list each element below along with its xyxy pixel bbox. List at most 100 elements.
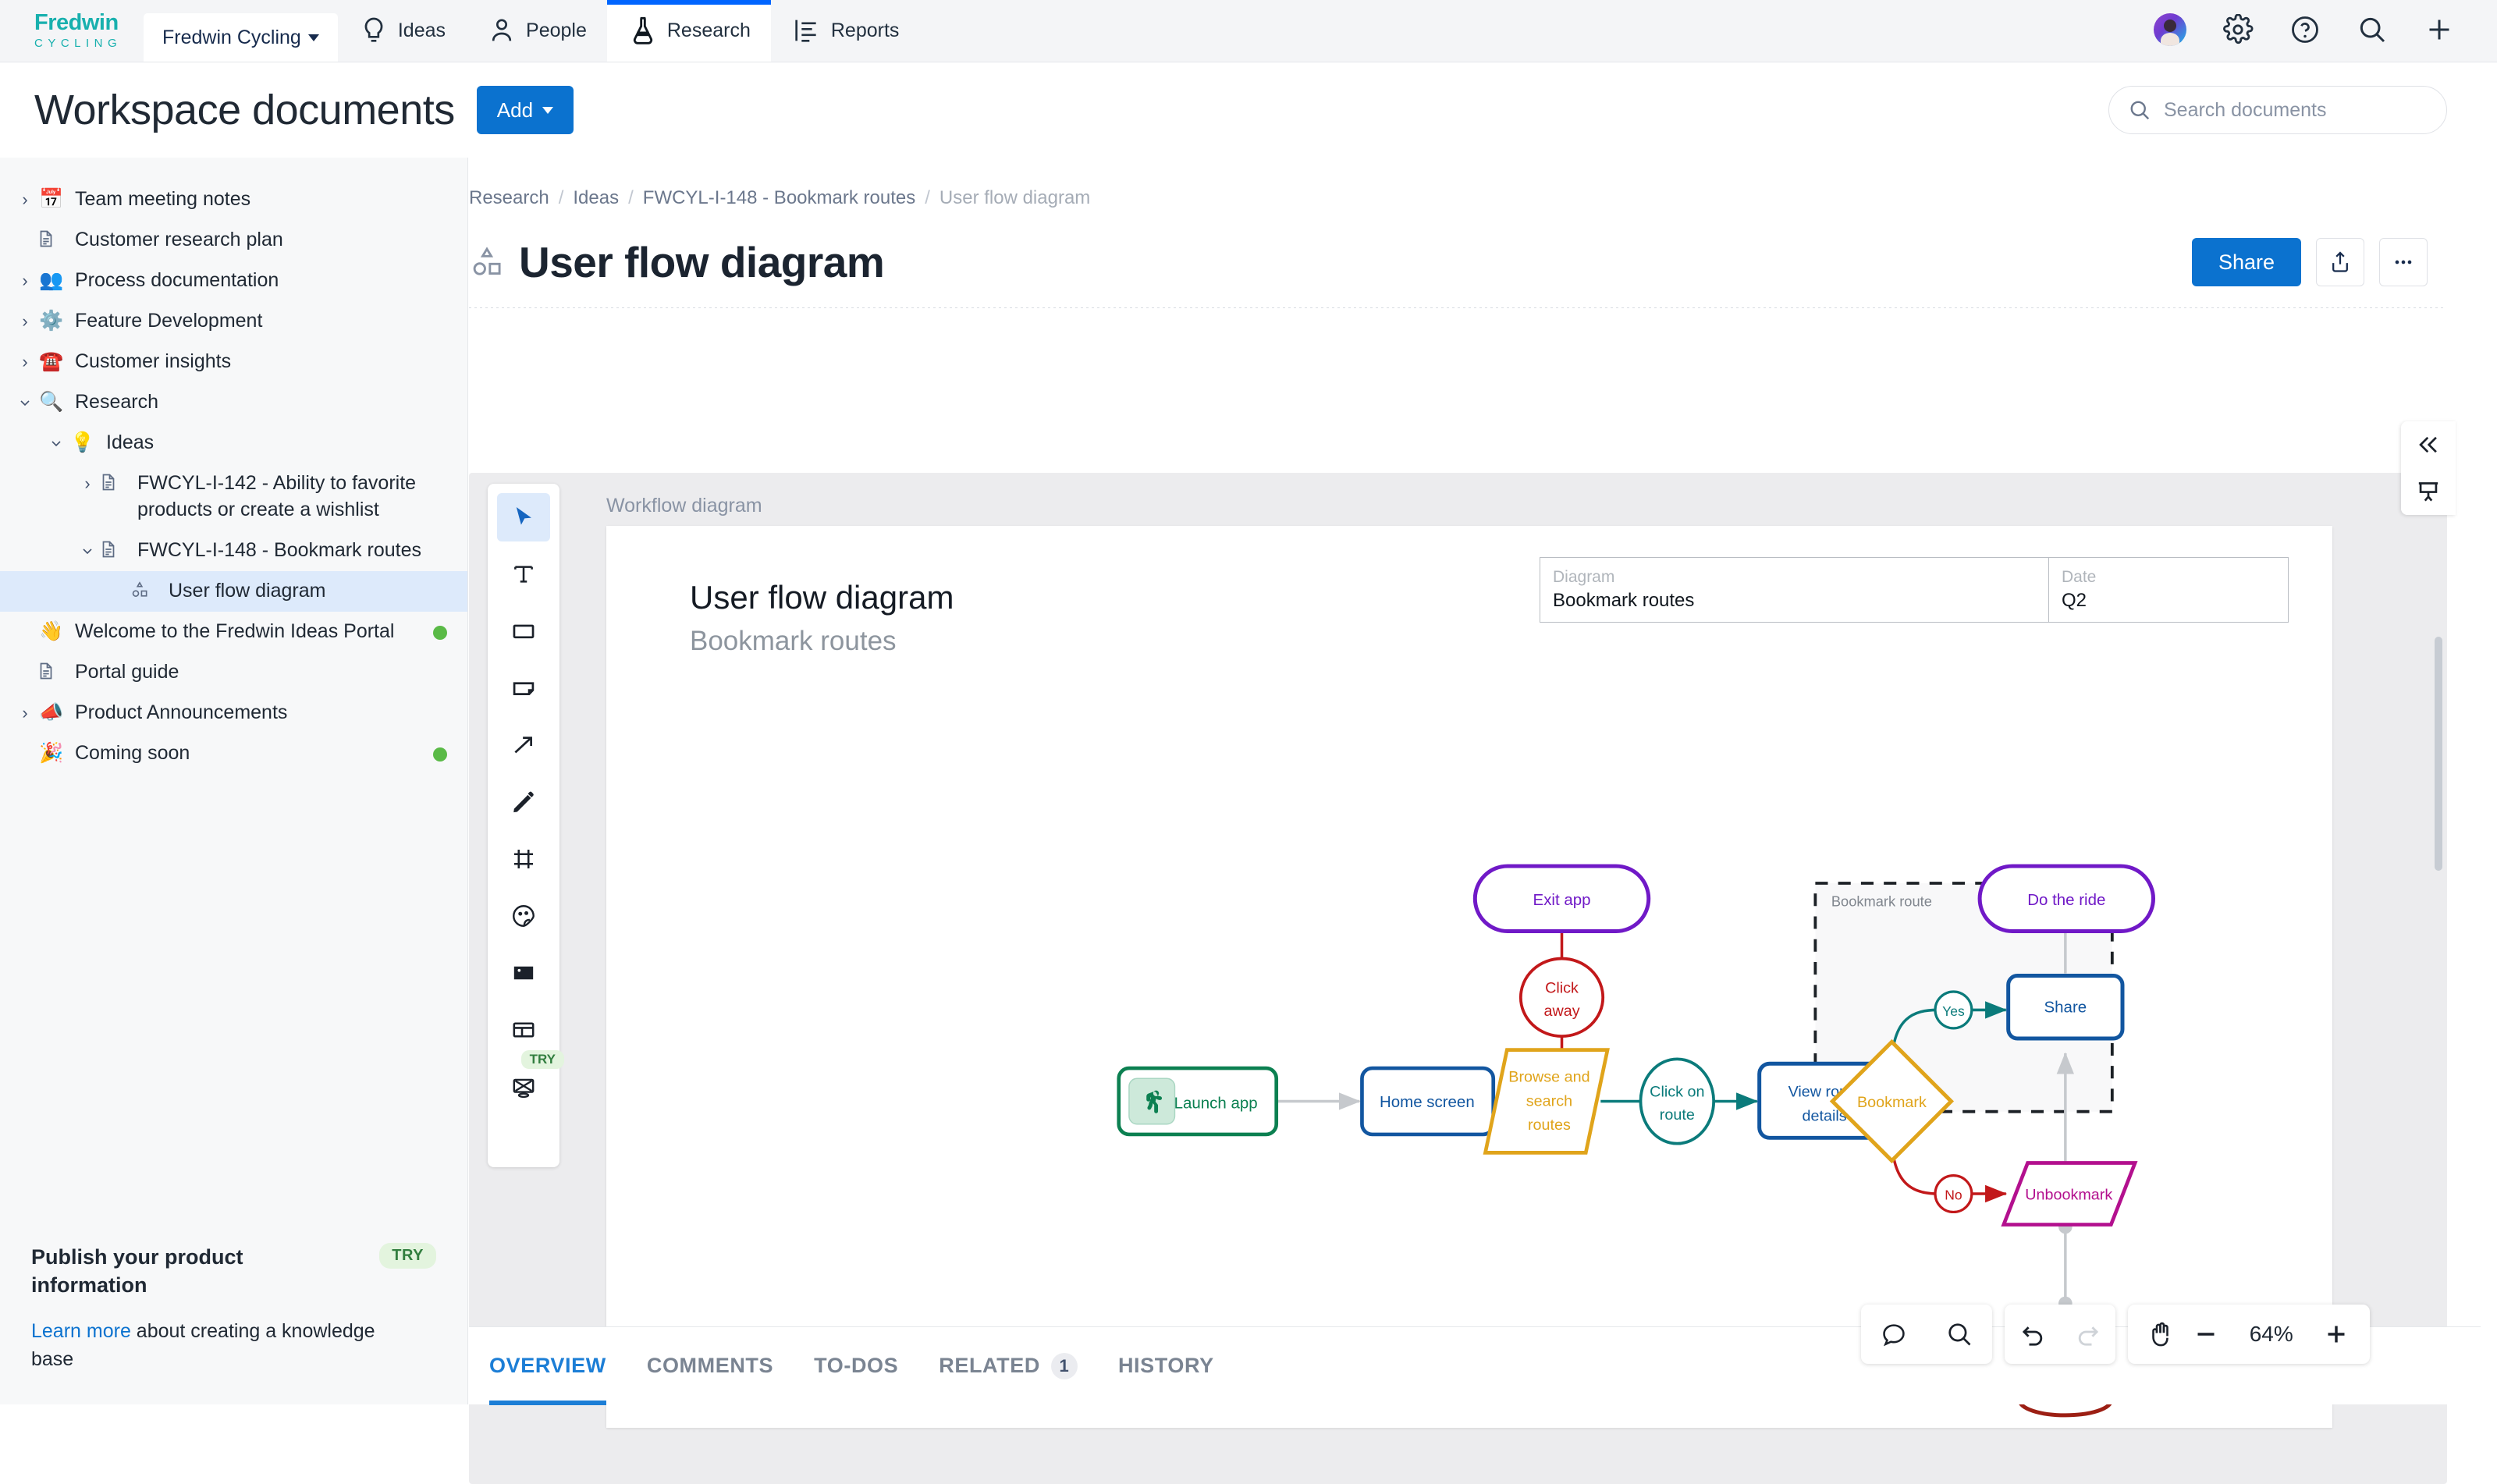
canvas-comment-toolbar (1861, 1305, 1992, 1364)
select-tool[interactable] (497, 493, 550, 541)
emoji-icon: 🎉 (36, 740, 67, 767)
sidebar-item-research[interactable]: 🔍Research (0, 382, 467, 423)
ai-tool[interactable]: TRY (497, 1063, 550, 1111)
search-documents-box[interactable] (2108, 86, 2447, 134)
flow-chart[interactable]: Bookmark route (606, 526, 2332, 1428)
nav-tab-people[interactable]: People (466, 0, 607, 62)
sidebar-item-customer-insights[interactable]: ›☎️Customer insights (0, 342, 467, 382)
add-button-label: Add (497, 98, 533, 122)
chevron-down-icon[interactable] (14, 389, 36, 416)
nav-tab-research[interactable]: Research (607, 0, 771, 62)
node-unbookmark[interactable]: Unbookmark (2004, 1163, 2135, 1225)
sticker-tool[interactable] (497, 892, 550, 940)
chevron-down-icon[interactable] (76, 538, 98, 564)
search-icon[interactable] (2357, 14, 2388, 45)
sidebar-item-fwcyl-i-142-ability-to-favorite-products-or-create-a-wishlist[interactable]: ›FWCYL-I-142 - Ability to favorite produ… (0, 463, 467, 531)
chevron-right-icon[interactable]: › (76, 470, 98, 497)
nav-tab-reports[interactable]: Reports (771, 0, 920, 62)
sidebar-item-portal-guide[interactable]: Portal guide (0, 652, 467, 693)
sidebar-item-product-announcements[interactable]: ›📣Product Announcements (0, 693, 467, 733)
canvas-label: Workflow diagram (606, 495, 762, 517)
export-button[interactable] (2316, 238, 2364, 286)
pen-tool[interactable] (497, 778, 550, 826)
node-exit-app[interactable]: Exit app (1475, 866, 1648, 931)
node-share[interactable]: Share (2009, 976, 2122, 1038)
report-icon (791, 15, 822, 46)
rectangle-icon (510, 618, 537, 644)
comment-icon[interactable] (1880, 1320, 1908, 1348)
chevron-right-icon[interactable]: › (14, 308, 36, 335)
nav-tab-ideas[interactable]: Ideas (338, 0, 466, 62)
search-input[interactable] (2164, 99, 2428, 122)
sidebar-item-customer-research-plan[interactable]: Customer research plan (0, 220, 467, 261)
brand-name-line1: Fredwin (34, 12, 133, 34)
chevron-right-icon[interactable]: › (14, 268, 36, 294)
chevron-placeholder (14, 659, 36, 686)
sidebar-item-label: Research (67, 389, 165, 416)
shapes-icon (469, 244, 505, 280)
find-icon[interactable] (1945, 1320, 1973, 1348)
rectangle-tool[interactable] (497, 607, 550, 655)
node-do-the-ride[interactable]: Do the ride (1980, 866, 2153, 931)
redo-icon[interactable] (2074, 1320, 2102, 1348)
zoom-level: 64% (2237, 1322, 2306, 1347)
tab-comments[interactable]: COMMENTS (627, 1327, 794, 1405)
sidebar-item-fwcyl-i-148-bookmark-routes[interactable]: FWCYL-I-148 - Bookmark routes (0, 531, 467, 571)
diagram-paper[interactable]: User flow diagram Bookmark routes Diagra… (606, 526, 2332, 1428)
help-icon[interactable] (2289, 14, 2321, 45)
sidebar-item-process-documentation[interactable]: ›👥Process documentation (0, 261, 467, 301)
presentation-icon[interactable] (2415, 478, 2442, 505)
tab-history[interactable]: HISTORY (1098, 1327, 1234, 1405)
connector-tool[interactable] (497, 721, 550, 769)
node-home-screen[interactable]: Home screen (1362, 1068, 1493, 1134)
breadcrumb-item[interactable]: FWCYL-I-148 - Bookmark routes (643, 187, 915, 209)
avatar[interactable] (2154, 13, 2186, 46)
tab-overview[interactable]: OVERVIEW (469, 1327, 627, 1405)
canvas-side-panel (2401, 421, 2456, 515)
workspace-switcher[interactable]: Fredwin Cycling (144, 13, 338, 62)
plus-icon[interactable] (2424, 14, 2455, 45)
chevron-right-icon[interactable]: › (14, 349, 36, 375)
frame-tool[interactable] (497, 835, 550, 883)
sidebar-item-welcome-to-the-fredwin-ideas-portal[interactable]: 👋Welcome to the Fredwin Ideas Portal (0, 612, 467, 652)
learn-more-link[interactable]: Learn more (31, 1320, 131, 1342)
node-no[interactable]: No (1935, 1176, 1972, 1212)
chevron-right-icon[interactable]: › (14, 186, 36, 213)
document-header: User flow diagram Share (469, 209, 2481, 287)
undo-icon[interactable] (2019, 1320, 2047, 1348)
share-button[interactable]: Share (2192, 238, 2301, 286)
image-tool[interactable] (497, 949, 550, 997)
more-options-button[interactable] (2379, 238, 2428, 286)
chevron-right-icon[interactable]: › (14, 700, 36, 726)
sidebar-item-coming-soon[interactable]: 🎉Coming soon (0, 733, 467, 774)
sticky-note-tool[interactable] (497, 664, 550, 712)
sidebar-item-team-meeting-notes[interactable]: ›📅Team meeting notes (0, 179, 467, 220)
chevrons-left-icon[interactable] (2415, 431, 2442, 458)
canvas-scrollbar[interactable] (2435, 637, 2442, 871)
node-yes[interactable]: Yes (1935, 992, 1972, 1028)
nav-right-icons (2154, 13, 2497, 62)
sidebar-item-label: Product Announcements (67, 700, 293, 726)
sidebar-item-ideas[interactable]: 💡Ideas (0, 423, 467, 463)
gear-icon[interactable] (2222, 14, 2254, 45)
text-tool[interactable] (497, 550, 550, 598)
chevron-down-icon[interactable] (45, 430, 67, 456)
breadcrumb-item[interactable]: Research (469, 187, 549, 209)
template-tool[interactable] (497, 1006, 550, 1054)
sidebar-item-feature-development[interactable]: ›⚙️Feature Development (0, 301, 467, 342)
tab-to-dos[interactable]: TO-DOS (794, 1327, 918, 1405)
hand-icon[interactable] (2147, 1320, 2176, 1348)
add-button[interactable]: Add (477, 86, 574, 134)
brand-logo[interactable]: Fredwin CYCLING (0, 12, 133, 62)
tab-badge: 1 (1051, 1353, 1078, 1379)
zoom-in-button[interactable] (2322, 1320, 2350, 1348)
person-icon (486, 15, 517, 46)
node-launch-app[interactable]: Launch app (1119, 1068, 1277, 1134)
sidebar-item-user-flow-diagram[interactable]: User flow diagram (0, 571, 467, 612)
breadcrumb-item[interactable]: Ideas (573, 187, 619, 209)
zoom-out-button[interactable] (2192, 1320, 2220, 1348)
